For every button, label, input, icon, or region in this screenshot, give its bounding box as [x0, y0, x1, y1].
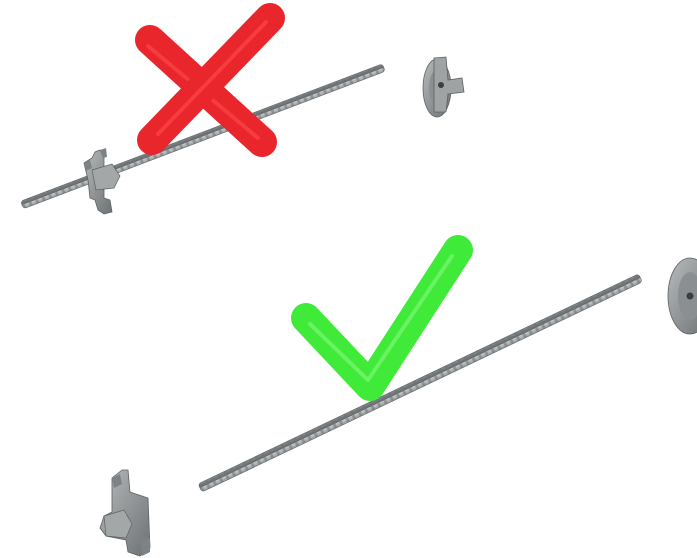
correct-assembly: [99, 235, 697, 557]
incorrect-assembly: [21, 3, 465, 215]
red-cross-icon: [135, 3, 285, 157]
wing-nut-plate-incorrect: [422, 56, 465, 118]
threaded-rod-correct: [198, 274, 642, 492]
green-check-icon: [291, 235, 473, 401]
washer-plate-correct: [99, 469, 151, 557]
wing-nut-plate-correct: [667, 257, 697, 335]
washer-plate-incorrect: [83, 148, 121, 215]
